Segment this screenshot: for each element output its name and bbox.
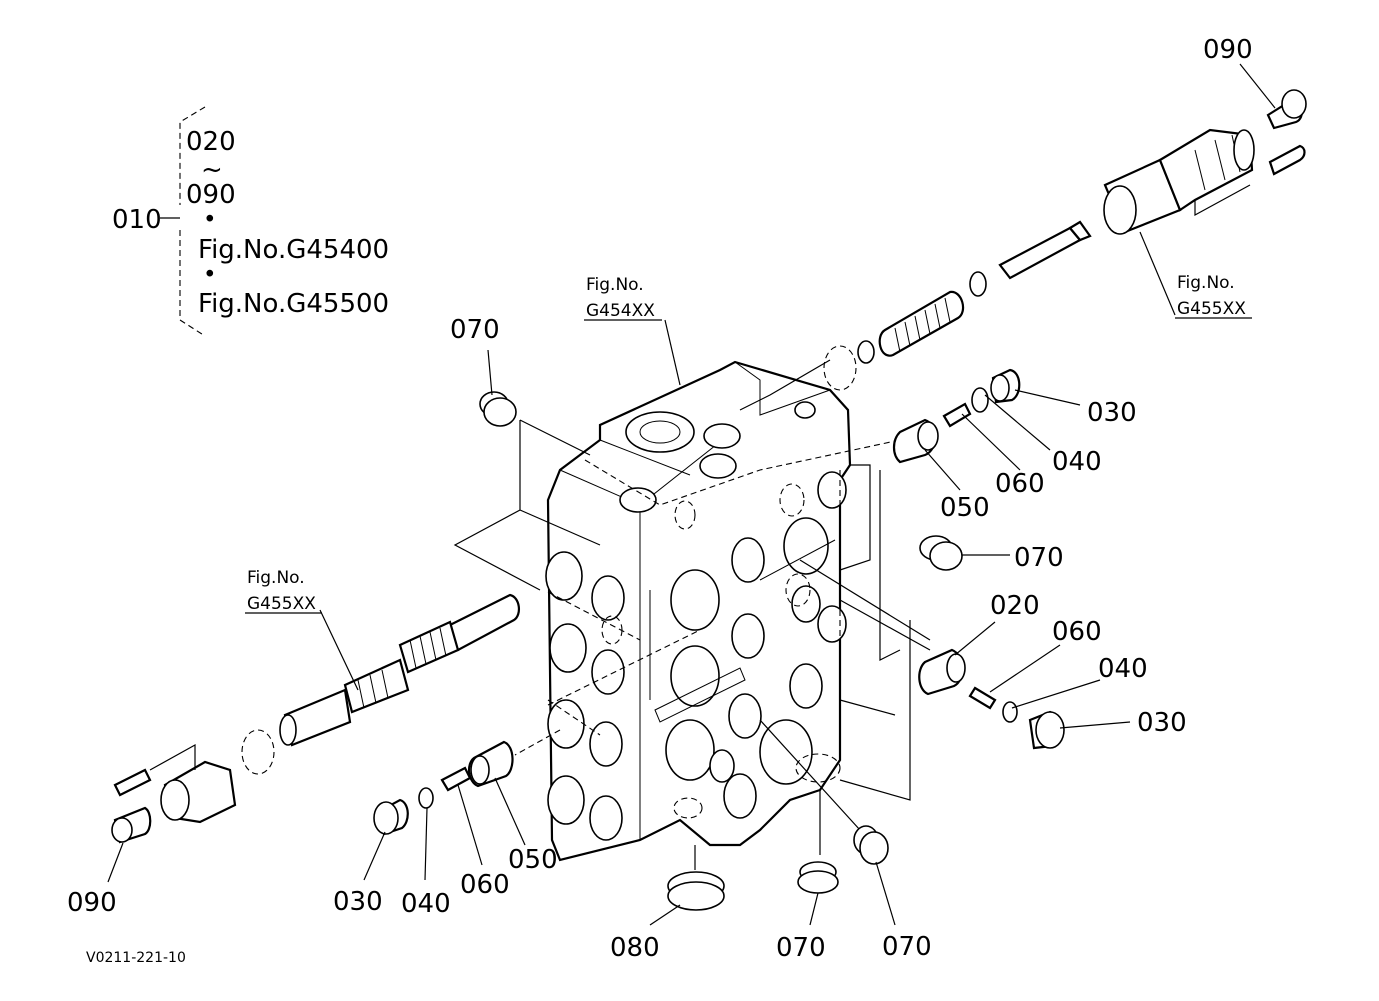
plug-070-right [919, 535, 963, 571]
plug-070-bottom-mid [797, 861, 839, 894]
callout-070-bottom-mid: 070 [776, 933, 826, 963]
callout-060-bottom: 060 [460, 870, 510, 900]
callout-020-right: 020 [990, 591, 1040, 621]
callout-040-upper: 040 [1052, 447, 1102, 477]
legend-dot-1: • [203, 207, 217, 233]
upper-spool-assembly [823, 89, 1307, 391]
legend-parent-label: 010 [112, 205, 162, 235]
legend-tilde: ~ [201, 155, 223, 185]
fig-ref-center-line1: Fig.No. [586, 275, 644, 295]
fig-ref-center-line2: G454XX [586, 301, 655, 321]
callout-030-right: 030 [1137, 708, 1187, 738]
left-spool-assembly [111, 593, 520, 844]
callout-060-right: 060 [1052, 617, 1102, 647]
bottom-relief-parts [373, 740, 514, 836]
legend-fig-ref-2: Fig.No.G45500 [198, 289, 389, 319]
fig-ref-left-line1: Fig.No. [247, 568, 305, 588]
upper-relief-parts [892, 368, 1021, 464]
callout-090-bottomleft: 090 [67, 888, 117, 918]
callout-070-topleft: 070 [450, 315, 500, 345]
callout-070-bottom-right: 070 [882, 932, 932, 962]
legend-dot-2: • [203, 262, 217, 288]
callout-030-upper: 030 [1087, 398, 1137, 428]
control-valve-body [545, 360, 852, 862]
callout-060-upper: 060 [995, 469, 1045, 499]
projection-lines [453, 184, 1251, 870]
callout-040-bottom: 040 [401, 889, 451, 919]
plug-080-bottom [667, 871, 725, 911]
callout-080-bottom: 080 [610, 933, 660, 963]
plug-070-bottom-right [853, 825, 889, 865]
fig-ref-left-line2: G455XX [247, 594, 316, 614]
legend-fig-ref-1: Fig.No.G45400 [198, 235, 389, 265]
callout-030-bottom: 030 [333, 887, 383, 917]
callout-050-bottom: 050 [508, 845, 558, 875]
callout-070-right: 070 [1014, 543, 1064, 573]
leader-lines [107, 63, 1276, 926]
fig-ref-right-line1: Fig.No. [1177, 273, 1235, 293]
fig-ref-right-line2: G455XX [1177, 299, 1246, 319]
legend-range-end: 090 [186, 180, 236, 210]
callout-050-upper: 050 [940, 493, 990, 523]
drawing-code: V0211-221-10 [86, 950, 186, 966]
callout-090-top: 090 [1203, 35, 1253, 65]
middle-relief-parts [918, 648, 1065, 750]
legend-bracket [160, 106, 206, 337]
plug-070-topleft [479, 391, 517, 427]
legend-range-start: 020 [186, 127, 236, 157]
callout-040-right: 040 [1098, 654, 1148, 684]
